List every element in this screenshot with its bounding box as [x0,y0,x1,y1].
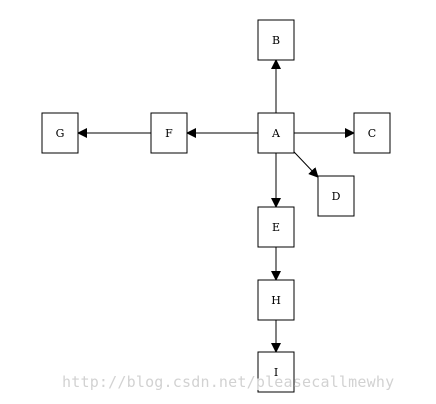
node-label-i: I [274,366,278,379]
node-label-b: B [272,34,280,47]
node-label-c: C [368,127,376,140]
node-box-f [150,112,188,154]
node-box-b [257,19,295,61]
node-e: E [257,206,295,248]
node-box-i [257,351,295,393]
node-label-h: H [271,294,281,307]
node-box-h [257,279,295,321]
node-box-c [353,112,391,154]
node-g: G [41,112,79,154]
node-c: C [353,112,391,154]
node-box-e [257,206,295,248]
node-i: I [257,351,295,393]
node-label-g: G [56,127,65,140]
node-a: A [257,112,295,154]
edge-a-to-d [293,151,319,178]
node-label-a: A [271,127,281,140]
edges-layer [77,59,355,353]
node-label-f: F [165,127,173,140]
watermark-text: http://blog.csdn.net/pleasecallmewhy [62,373,395,391]
node-f: F [150,112,188,154]
node-b: B [257,19,295,61]
node-label-d: D [332,190,341,203]
node-h: H [257,279,295,321]
nodes-layer: A B C D E F G H I [41,19,391,393]
node-box-d [317,175,355,217]
node-box-g [41,112,79,154]
node-box-a [257,112,295,154]
node-d: D [317,175,355,217]
node-label-e: E [272,221,280,234]
